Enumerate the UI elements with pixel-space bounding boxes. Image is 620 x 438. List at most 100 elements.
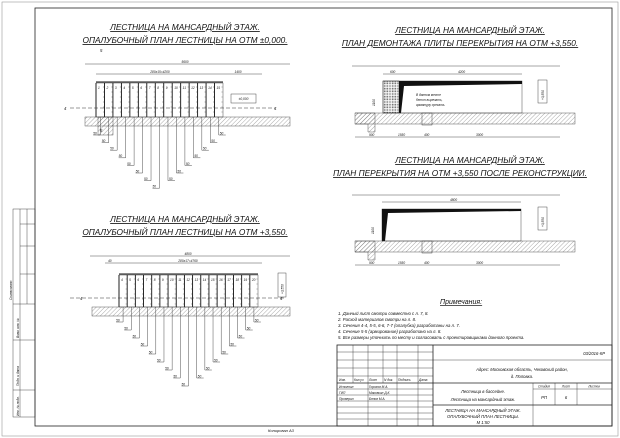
plan1-dim-50: 50 [110, 147, 114, 151]
plan2-step-number: 17 [227, 278, 231, 282]
plan1-section-top: 5 [100, 48, 103, 53]
plan1-title-line2: ОПАЛУБОЧНЫЙ ПЛАН ЛЕСТНИЦЫ НА ОТМ ±0,000. [83, 34, 288, 45]
note-item: 1. Данный лист смотри совместно с л. 7, … [338, 311, 429, 316]
plan2-step-number: 11 [178, 278, 182, 282]
note-item: 2. Расход материалов смотри на л. 8. [337, 317, 416, 322]
plan1-step-number: 4 [123, 86, 125, 90]
plan2-dim-50: 50 [149, 350, 153, 354]
plan2-step-number: 10 [170, 278, 174, 282]
plan2-dim-50: 50 [124, 326, 128, 330]
hdr-date: Дата [418, 378, 428, 382]
address-line1: Адрес: Московская область, Чеховский рай… [475, 367, 568, 372]
plan2-dim-50: 50 [206, 366, 210, 370]
plan4-dim-top-0: 4800 [450, 198, 457, 202]
plan2-dim-left: 40 [108, 259, 112, 263]
plan3-demolish-zone [382, 80, 400, 114]
plan3-note-line2: бетон вырезать, [416, 98, 443, 102]
plan1-step-number: 9 [166, 86, 168, 90]
plan1-dim-total: 5600 [181, 60, 188, 64]
plan1-step-number: 12 [191, 86, 195, 90]
plan2-step-number: 16 [219, 278, 223, 282]
plan2-dim-50: 50 [116, 318, 120, 322]
plan2-slab-hatch [91, 306, 291, 317]
plan1-dim-50: 50 [119, 154, 123, 158]
plan1-dim-50: 50 [186, 162, 190, 166]
plan1-step-number: 1 [98, 86, 100, 90]
plan4-title-line1: ЛЕСТНИЦА НА МАНСАРДНЫЙ ЭТАЖ. [394, 154, 545, 165]
hdr-izm: Изм. [339, 378, 346, 382]
plan2-step-number: 5 [129, 278, 131, 282]
plan3-note-line1: В данном месте [416, 93, 441, 97]
plan1-section-right: 4 [274, 106, 277, 111]
staff-name: Маковкин Д.К. [369, 391, 390, 395]
note-item: 3. Сечения 4-4, 5-5, 6-6, 7-7 (опалубка)… [338, 323, 460, 328]
plan1-step-number: 6 [140, 86, 142, 90]
plan1-dim-50: 50 [153, 185, 157, 189]
note-item: 4. Сечение 5-5 (армирование) разработано… [338, 329, 441, 334]
plan2-step-number: 15 [211, 278, 215, 282]
plan2-step-number: 13 [195, 278, 199, 282]
plan3-title-line1: ЛЕСТНИЦА НА МАНСАРДНЫЙ ЭТАЖ. [394, 24, 545, 35]
plan2-dim-50: 50 [214, 358, 218, 362]
staff-role: Проверил [339, 397, 354, 401]
plan2-step-number: 19 [244, 278, 248, 282]
plan2-section-right: 4 [280, 296, 283, 301]
plan2-step-number: 14 [203, 278, 207, 282]
plan3-demolition: ЛЕСТНИЦА НА МАНСАРДНЫЙ ЭТАЖ. ПЛАН ДЕМОНТ… [342, 24, 578, 138]
sign-date-label: Подп. и дата [16, 366, 20, 386]
sheets-label: Листов [587, 385, 600, 389]
plan2-step-number: 18 [235, 278, 239, 282]
staff-role: Исполнил [339, 385, 354, 389]
object-line2: Лестница на мансардный этаж. [450, 397, 515, 402]
plan4-after-reconstruction: ЛЕСТНИЦА НА МАНСАРДНЫЙ ЭТАЖ. ПЛАН ПЕРЕКР… [333, 154, 587, 266]
plan1-step-number: 5 [132, 86, 134, 90]
note-item: 5. Все размеры уточнить по месту и согла… [338, 335, 525, 340]
plan4-level: +3,550 [541, 217, 545, 227]
plan1-step-number: 13 [200, 86, 204, 90]
plan2-title-line1: ЛЕСТНИЦА НА МАНСАРДНЫЙ ЭТАЖ. [109, 213, 260, 224]
plan2-dim-50: 50 [182, 382, 186, 386]
plan3-dim-bottom-0: 900 [369, 133, 375, 137]
plan1-dim-50: 50 [203, 147, 207, 151]
hdr-koluch: Кол.уч [354, 378, 364, 382]
plan1-formwork-0000: ЛЕСТНИЦА НА МАНСАРДНЫЙ ЭТАЖ. ОПАЛУБОЧНЫЙ… [64, 21, 291, 189]
plan1-step-number: 15 [217, 86, 221, 90]
plan3-dim-top-0: 600 [390, 70, 396, 74]
stage-label: Стадия [538, 385, 550, 389]
plan1-dim-50: 50 [169, 177, 173, 181]
plan4-slab-hatch [354, 240, 576, 253]
plan2-dim-50: 50 [132, 334, 136, 338]
plan2-step-number: 6 [137, 278, 139, 282]
plan2-level: +3,550 [281, 284, 285, 294]
plan1-dim-50: 50 [136, 169, 140, 173]
side-stamp: Согласовано Взам. инв. № Подп. и дата Ин… [9, 208, 36, 418]
plan4-dim-bottom-1: 1550 [398, 261, 405, 265]
title-block: 03/2016-КР Адрес: Московская область, Че… [336, 344, 613, 427]
plan4-dim-bottom-3: 3000 [476, 261, 483, 265]
plan1-dim-50: 50 [144, 177, 148, 181]
plan2-dim-steps: 280х17=4760 [177, 259, 198, 263]
sheet-title-line2: ОПАЛУБОЧНЫЙ ПЛАН ЛЕСТНИЦЫ. [447, 414, 519, 419]
plan1-step-number: 3 [115, 86, 117, 90]
notes-title: Примечания: [440, 299, 482, 306]
plan1-step-number: 11 [183, 86, 187, 90]
plan2-section-left: 4 [80, 296, 83, 301]
plan1-dim-50: 50 [194, 154, 198, 158]
plan2-step-number: 7 [146, 278, 148, 282]
staff-name: Белов М.А. [369, 397, 386, 401]
plan3-note-line3: арматуру срезать. [416, 103, 445, 107]
plan4-dim-bottom-0: 900 [369, 261, 375, 265]
plan2-step-number: 8 [154, 278, 156, 282]
plan2-dim-50: 50 [141, 342, 145, 346]
plan1-step-number: 8 [157, 86, 159, 90]
agreed-label: Согласовано [9, 280, 13, 300]
copied-format: Копировал А3 [268, 428, 295, 433]
plan1-step-number: 10 [174, 86, 178, 90]
sheet-title-line3: М 1:50 [477, 420, 490, 425]
plan1-dim-steps: 280х15=4200 [149, 70, 170, 74]
plan2-dim-50: 50 [165, 366, 169, 370]
plan1-level: ±0,000 [239, 97, 249, 101]
plan1-step-number: 2 [105, 86, 108, 90]
